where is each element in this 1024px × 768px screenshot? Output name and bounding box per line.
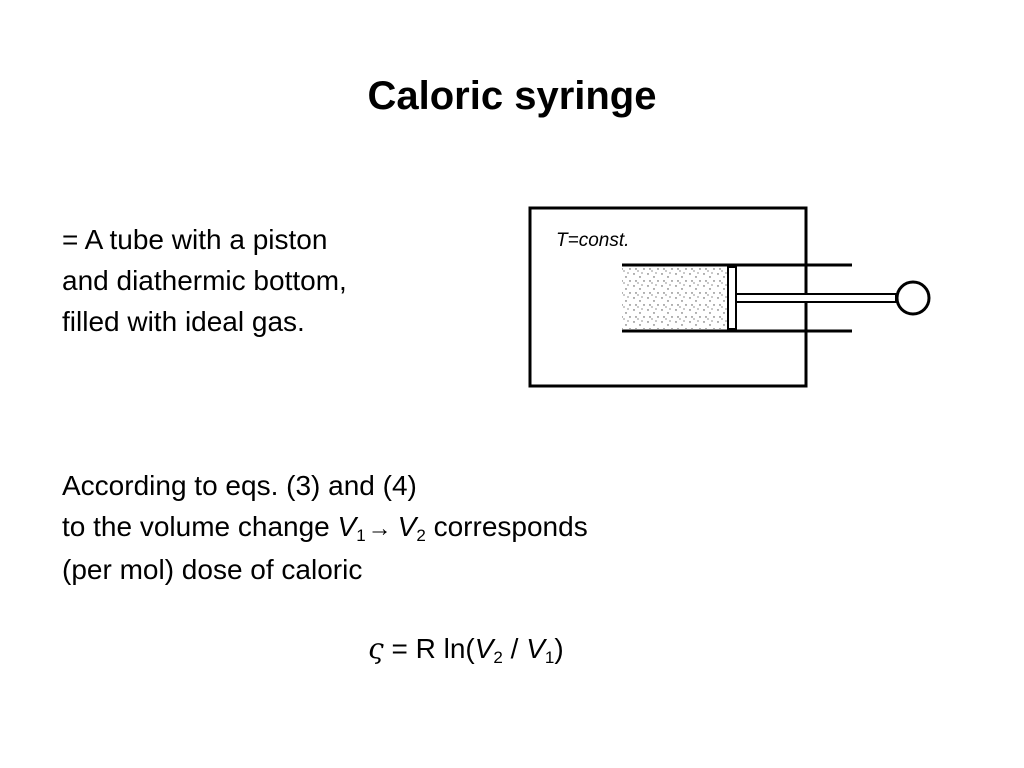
arrow-icon: → (367, 515, 392, 542)
gas-volume (622, 267, 728, 329)
temperature-label: T=const. (556, 230, 629, 251)
formula-close: ) (554, 633, 564, 664)
explanation-line-1: According to eqs. (3) and (4) (62, 470, 417, 501)
piston-rod (735, 293, 897, 303)
formula-sub-numerator: 2 (493, 648, 503, 667)
formula-slash: / (502, 633, 527, 664)
intro-text: = A tube with a piston and diathermic bo… (62, 219, 347, 342)
formula-sub-denominator: 1 (544, 648, 555, 667)
caloric-symbol: ς (368, 632, 384, 665)
volume-v2-symbol: V (397, 511, 417, 542)
intro-line-3: filled with ideal gas. (62, 306, 305, 337)
syringe-diagram: T=const. (528, 206, 931, 388)
intro-line-2: and diathermic bottom, (62, 265, 347, 296)
explanation-line-2-prefix: to the volume change (62, 511, 338, 542)
temperature-const: =const. (568, 230, 630, 251)
caloric-formula: ς = R ln(V2 / V1) (368, 628, 564, 669)
formula-rhs-prefix: R ln( (415, 633, 475, 664)
slide-title: Caloric syringe (367, 74, 657, 118)
intro-line-1: = A tube with a piston (62, 224, 328, 255)
piston-handle (895, 280, 931, 316)
explanation-line-2-suffix: corresponds (425, 511, 588, 542)
volume-v2-subscript: 2 (416, 526, 426, 545)
formula-equals: = (383, 633, 416, 664)
volume-v1-symbol: V (337, 511, 357, 542)
formula-v-numerator: V (474, 633, 494, 664)
explanation-text: According to eqs. (3) and (4) to the vol… (62, 465, 588, 590)
formula-v-denominator: V (526, 633, 545, 664)
volume-v1-subscript: 1 (356, 526, 366, 545)
explanation-line-3: (per mol) dose of caloric (62, 554, 363, 585)
temperature-var: T (556, 230, 569, 251)
explanation-line-2: to the volume change V1→V2 corresponds (62, 506, 588, 549)
piston-head (727, 266, 737, 330)
